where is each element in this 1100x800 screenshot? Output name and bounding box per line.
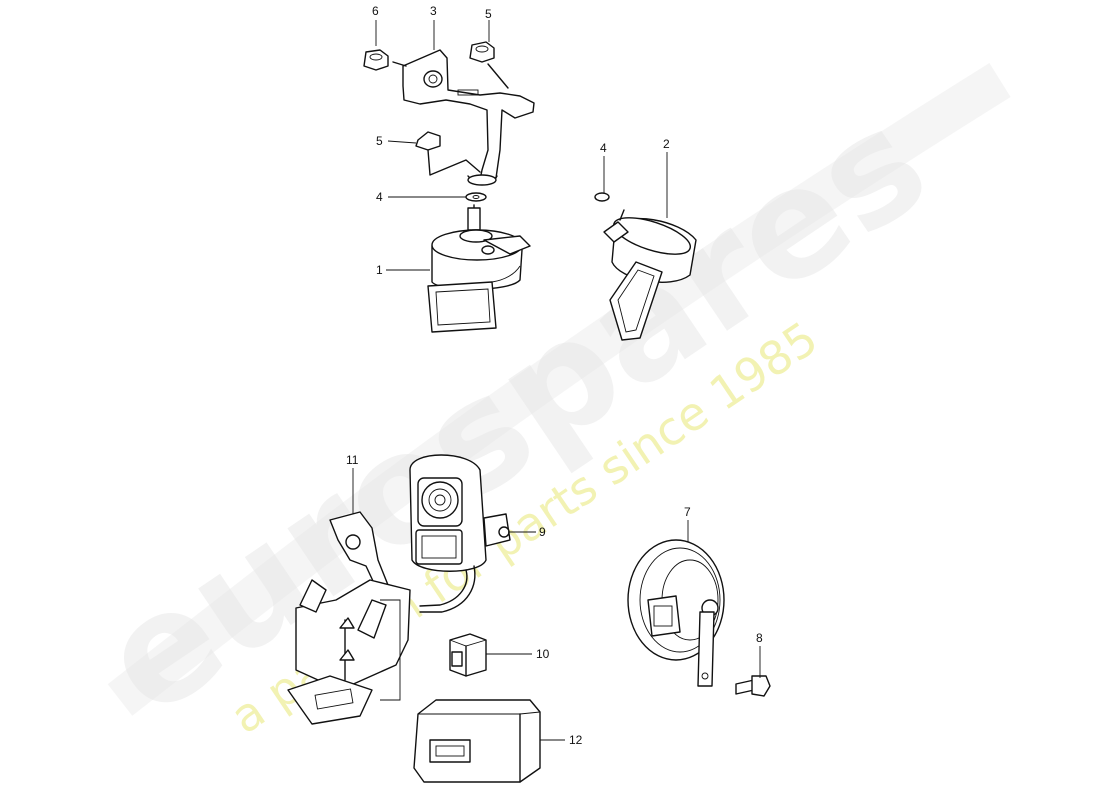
- callout-8: 8: [756, 631, 763, 645]
- callout-2: 2: [663, 137, 670, 151]
- horn-7-illustration: [627, 539, 771, 697]
- watermark-brand: eurospares: [73, 75, 957, 750]
- callout-12: 12: [569, 733, 583, 747]
- callout-6: 6: [372, 4, 379, 18]
- control-unit-12-illustration: [413, 699, 541, 783]
- horn-1-illustration: [427, 204, 531, 333]
- callout-4-left: 4: [376, 190, 383, 204]
- callout-11: 11: [346, 453, 359, 467]
- part-10-illustration: [449, 633, 487, 677]
- callout-4-right: 4: [600, 141, 607, 155]
- bracket-11-illustration: [287, 511, 411, 725]
- callouts: 6 3 5 5 4 1 4 2 11 9 10 12 7 8: [346, 4, 763, 747]
- callout-10: 10: [536, 647, 550, 661]
- callout-5-mid: 5: [376, 134, 383, 148]
- callout-leaders: [352, 20, 761, 741]
- callout-9: 9: [539, 525, 546, 539]
- callout-3: 3: [430, 4, 437, 18]
- callout-7: 7: [684, 505, 691, 519]
- callout-5-top: 5: [485, 7, 492, 21]
- callout-1: 1: [376, 263, 383, 277]
- bracket-assembly: [363, 41, 535, 202]
- horn-2-illustration: [594, 192, 697, 341]
- siren-9-illustration: [409, 454, 511, 613]
